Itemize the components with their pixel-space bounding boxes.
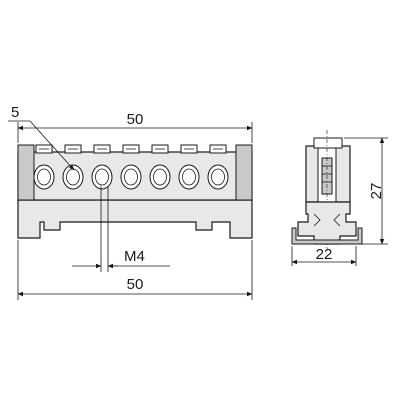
terminal bbox=[178, 144, 200, 190]
terminal bbox=[120, 144, 142, 190]
terminal-hole bbox=[120, 164, 142, 190]
terminal-hole-inner bbox=[37, 168, 51, 186]
front-left-flange bbox=[17, 144, 35, 201]
front-right-flange bbox=[235, 144, 253, 201]
terminal bbox=[91, 144, 113, 190]
terminal-hole-inner bbox=[211, 168, 225, 186]
dim-bottom-length: 50 bbox=[17, 240, 253, 300]
dim-top-length: 50 bbox=[17, 111, 253, 143]
terminal-hole bbox=[149, 164, 171, 190]
dim-thread: M4 bbox=[72, 186, 170, 272]
terminal-hole-inner bbox=[153, 168, 167, 186]
terminal bbox=[33, 144, 55, 190]
terminal-hole bbox=[91, 164, 113, 190]
terminal bbox=[207, 144, 229, 190]
front-base bbox=[17, 199, 253, 239]
terminal-hole bbox=[207, 164, 229, 190]
dim-thread-label: M4 bbox=[124, 248, 145, 265]
dim-side-height-label: 27 bbox=[368, 183, 385, 200]
side-base-profile bbox=[297, 201, 357, 245]
dim-terminal-gap-label: 5 bbox=[11, 104, 19, 121]
side-cap bbox=[313, 137, 343, 149]
front-view bbox=[17, 144, 253, 239]
terminals-row bbox=[33, 144, 229, 190]
dim-terminal-gap: 5 bbox=[8, 104, 75, 171]
terminal-hole bbox=[33, 164, 55, 190]
dim-side-width-label: 22 bbox=[316, 246, 333, 263]
dim-bottom-length-label: 50 bbox=[127, 276, 144, 293]
dim-side-width: 22 bbox=[291, 246, 357, 266]
dim-top-length-label: 50 bbox=[127, 111, 144, 128]
dim-side-height: 27 bbox=[344, 137, 388, 245]
terminal-hole-inner bbox=[182, 168, 196, 186]
terminal-hole-inner bbox=[95, 168, 109, 186]
side-rail bbox=[291, 227, 363, 245]
terminal-hole bbox=[178, 164, 200, 190]
side-view bbox=[291, 130, 363, 250]
terminal bbox=[149, 144, 171, 190]
terminal-hole-inner bbox=[124, 168, 138, 186]
